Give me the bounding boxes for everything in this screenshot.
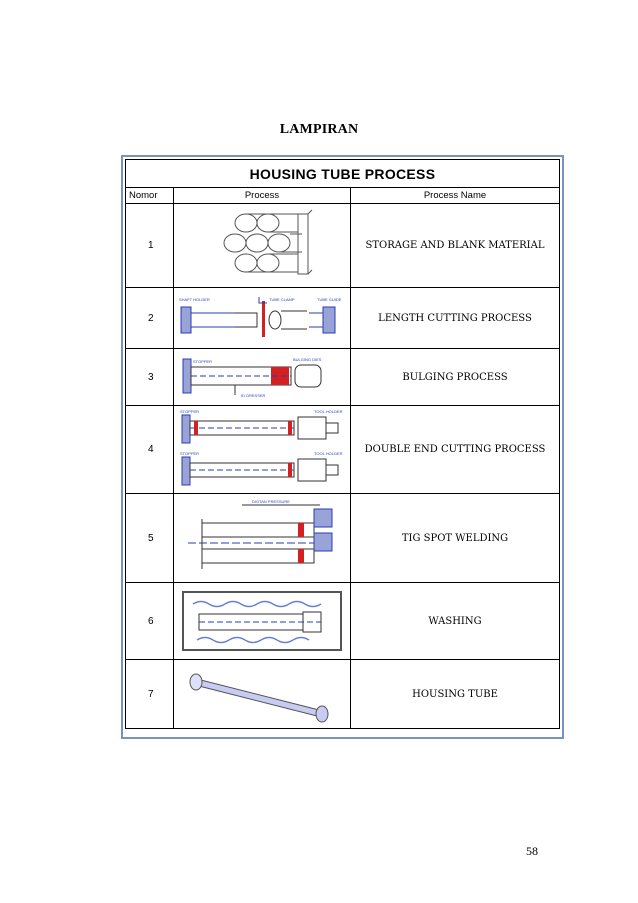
svg-text:ID DRESSER: ID DRESSER (241, 393, 266, 398)
row-number: 2 (125, 287, 174, 349)
tig-spot-welding-drawing: DIGTAN PRESSURE (173, 493, 351, 583)
row-number: 6 (125, 582, 174, 660)
svg-text:DIGTAN PRESSURE: DIGTAN PRESSURE (252, 499, 290, 504)
housing-tube-drawing (173, 659, 351, 729)
table-row: 4 (125, 405, 560, 494)
process-name: DOUBLE END CUTTING PROCESS (350, 405, 560, 494)
page-heading: LAMPIRAN (279, 122, 359, 137)
header-process-name: Process Name (350, 187, 560, 204)
row-number: 3 (125, 348, 174, 406)
table-row: 1 STORAGE (125, 203, 560, 288)
double-end-cutting-drawing: STOPPER TOOL HOLDER STOPPER TOOL HOLDER (173, 405, 351, 494)
table-row: 5 DIGTAN PRESSURE TIG SPOT WELDING (125, 493, 560, 583)
row-number: 4 (125, 405, 174, 494)
header-nomor: Nomor (125, 187, 174, 204)
svg-text:SHAFT HOLDER: SHAFT HOLDER (179, 297, 210, 302)
row-number: 1 (125, 203, 174, 288)
svg-text:STOPPER: STOPPER (193, 359, 212, 364)
process-name: TIG SPOT WELDING (350, 493, 560, 583)
process-table-frame: HOUSING TUBE PROCESS Nomor Process Proce… (121, 155, 564, 739)
svg-text:TUBE GUIDE: TUBE GUIDE (317, 297, 342, 302)
process-name: LENGTH CUTTING PROCESS (350, 287, 560, 349)
stacked-tubes-drawing (173, 203, 351, 288)
svg-text:STOPPER: STOPPER (180, 409, 199, 414)
row-number: 5 (125, 493, 174, 583)
row-number: 7 (125, 659, 174, 729)
washing-drawing (173, 582, 351, 660)
svg-text:TOOL HOLDER: TOOL HOLDER (314, 451, 343, 456)
table-row: 3 STOPPER BULGING DIES ID DRESSER BULGIN… (125, 348, 560, 406)
process-name: BULGING PROCESS (350, 348, 560, 406)
process-table: HOUSING TUBE PROCESS Nomor Process Proce… (125, 159, 560, 729)
process-name: STORAGE AND BLANK MATERIAL (350, 203, 560, 288)
header-process: Process (173, 187, 351, 204)
svg-text:TUBE CLAMP: TUBE CLAMP (269, 297, 295, 302)
svg-text:TOOL HOLDER: TOOL HOLDER (314, 409, 343, 414)
table-row: 7 HOUSING TUBE (125, 659, 560, 729)
table-title: HOUSING TUBE PROCESS (125, 159, 560, 188)
table-row: 2 SHAFT HOLDER TUBE CLAMP (125, 287, 560, 349)
svg-text:BULGING DIES: BULGING DIES (293, 357, 322, 362)
table-row: 6 WASHING (125, 582, 560, 660)
page-number: 58 (526, 844, 538, 858)
length-cutting-drawing: SHAFT HOLDER TUBE CLAMP TUBE GUIDE (173, 287, 351, 349)
process-name: HOUSING TUBE (350, 659, 560, 729)
process-name: WASHING (350, 582, 560, 660)
bulging-drawing: STOPPER BULGING DIES ID DRESSER (173, 348, 351, 406)
svg-text:STOPPER: STOPPER (180, 451, 199, 456)
